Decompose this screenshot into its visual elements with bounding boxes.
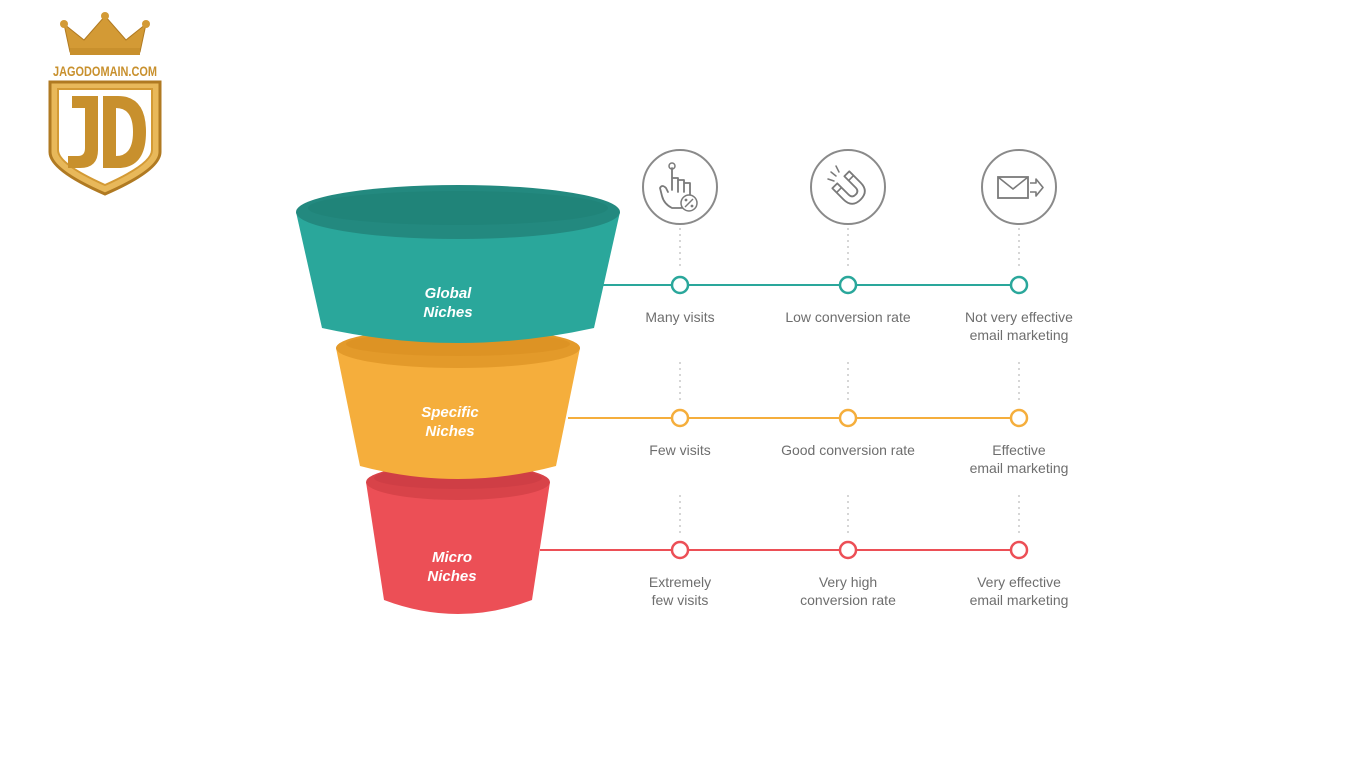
funnel-segment-micro: Micro Niches [366, 464, 550, 614]
node-global-3 [1009, 275, 1029, 295]
dotted-guides [679, 228, 1020, 537]
logo-wordmark: JAGODOMAIN.COM [53, 63, 157, 79]
email-send-icon [981, 149, 1057, 225]
cell-label: Few visits [649, 442, 710, 458]
logo-monogram: JD [0, 0, 2, 1]
segment-label-micro-line1: Micro [432, 549, 472, 566]
cell-label: email marketing [970, 460, 1069, 476]
cell-label: conversion rate [800, 592, 896, 608]
row-specific: Few visits Good conversion rate Effectiv… [568, 408, 1069, 476]
cell-label: Not very effective [965, 309, 1073, 325]
segment-label-specific-line2: Niches [425, 423, 474, 440]
cell-label: email marketing [970, 592, 1069, 608]
funnel-segment-global: Global Niches [296, 185, 620, 343]
node-micro-1 [670, 540, 690, 560]
node-global-1 [670, 275, 690, 295]
funnel-segment-specific: Specific Niches [336, 328, 580, 479]
cell-label: email marketing [970, 327, 1069, 343]
brand-logo: JAGODOMAIN.COM JD [0, 0, 162, 196]
magnet-icon [810, 149, 886, 225]
cell-label: Low conversion rate [785, 309, 911, 325]
node-specific-3 [1009, 408, 1029, 428]
node-specific-2 [838, 408, 858, 428]
segment-label-specific-line1: Specific [421, 404, 479, 421]
crown-icon [63, 15, 147, 53]
node-specific-1 [670, 408, 690, 428]
cell-label: Extremely [649, 574, 711, 590]
segment-label-micro-line2: Niches [427, 568, 476, 585]
segment-label-global-line2: Niches [423, 304, 472, 321]
node-micro-3 [1009, 540, 1029, 560]
segment-label-global-line1: Global [425, 285, 473, 302]
cell-label: Good conversion rate [781, 442, 915, 458]
node-global-2 [838, 275, 858, 295]
hand-click-percent-icon [642, 149, 718, 225]
cell-label: Very effective [977, 574, 1061, 590]
cell-label: Many visits [645, 309, 714, 325]
row-global: Many visits Low conversion rate Not very… [600, 275, 1073, 343]
node-micro-2 [838, 540, 858, 560]
row-micro: Extremely few visits Very high conversio… [540, 540, 1069, 608]
cell-label: Very high [819, 574, 877, 590]
cell-label: few visits [652, 592, 709, 608]
cell-label: Effective [992, 442, 1046, 458]
icons-row [642, 149, 1057, 225]
